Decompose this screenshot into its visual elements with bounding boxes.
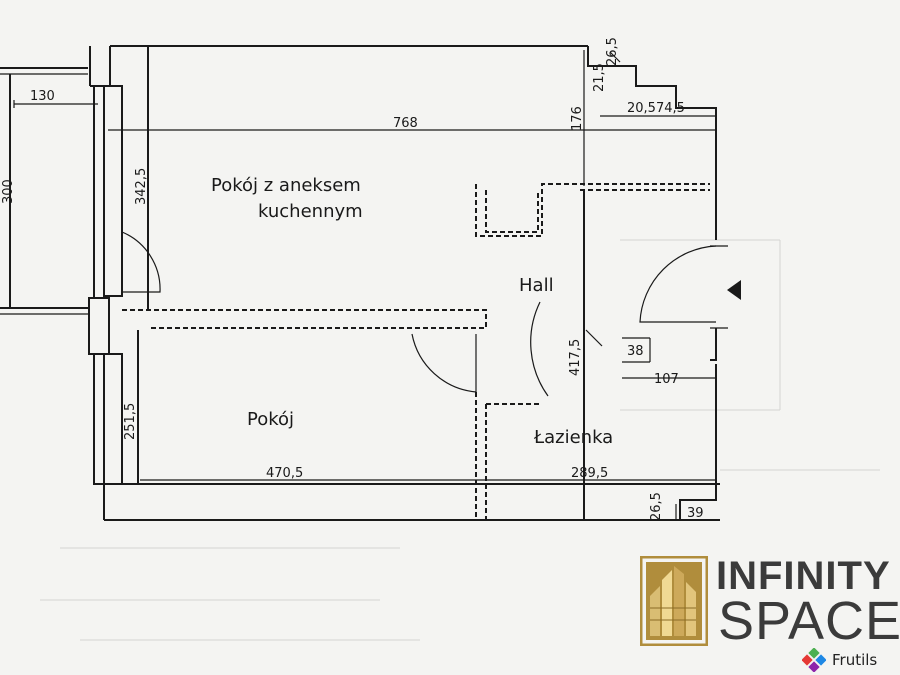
room-living-kitchen-line2: kuchennym [258,201,363,222]
dim-107: 107 [654,372,679,387]
interior-partitions [122,183,710,520]
dim-26-5-bottom: 26,5 [649,492,664,521]
brand-watermark: INFINITY SPACE [640,554,900,651]
dim-39: 39 [687,506,704,521]
dim-26-5-top: 26,5 [605,37,620,66]
door-swings [121,231,741,397]
brand-name-line1: INFINITY [716,554,891,598]
dim-768: 768 [393,116,418,131]
dim-251-5: 251,5 [123,403,138,440]
dimension-lines [108,50,716,520]
partner-name: Frutils [832,651,878,669]
brand-name-line2: SPACE [718,591,900,651]
partner-badge: Frutils [802,648,877,672]
room-hall: Hall [519,275,554,296]
dimension-labels: 130 300 768 176 21,5 26,5 20,5 74,5 342,… [1,37,704,521]
infinity-space-logo [640,556,708,646]
entrance-arrow-icon [727,280,741,300]
balcony [0,67,98,315]
room-lazienka: Łazienka [533,427,613,448]
room-pokoj: Pokój [247,409,294,430]
dim-38: 38 [627,344,644,359]
dim-20-5: 20,5 [627,101,656,116]
dim-289-5: 289,5 [571,466,608,481]
dim-21-5: 21,5 [592,63,607,92]
background-ghost-marks [40,239,880,641]
room-labels: Pokój z aneksem kuchennym Pokój Hall Łaz… [211,175,613,448]
dim-74-5: 74,5 [656,101,685,116]
dim-176: 176 [570,106,585,131]
dim-130: 130 [30,89,55,104]
outer-walls [88,45,720,521]
dim-470-5: 470,5 [266,466,303,481]
dim-342-5: 342,5 [134,168,149,205]
dim-417-5: 417,5 [568,339,583,376]
room-living-kitchen-line1: Pokój z aneksem [211,175,361,196]
frutils-logo-icon [802,648,826,672]
dim-300: 300 [1,179,16,204]
